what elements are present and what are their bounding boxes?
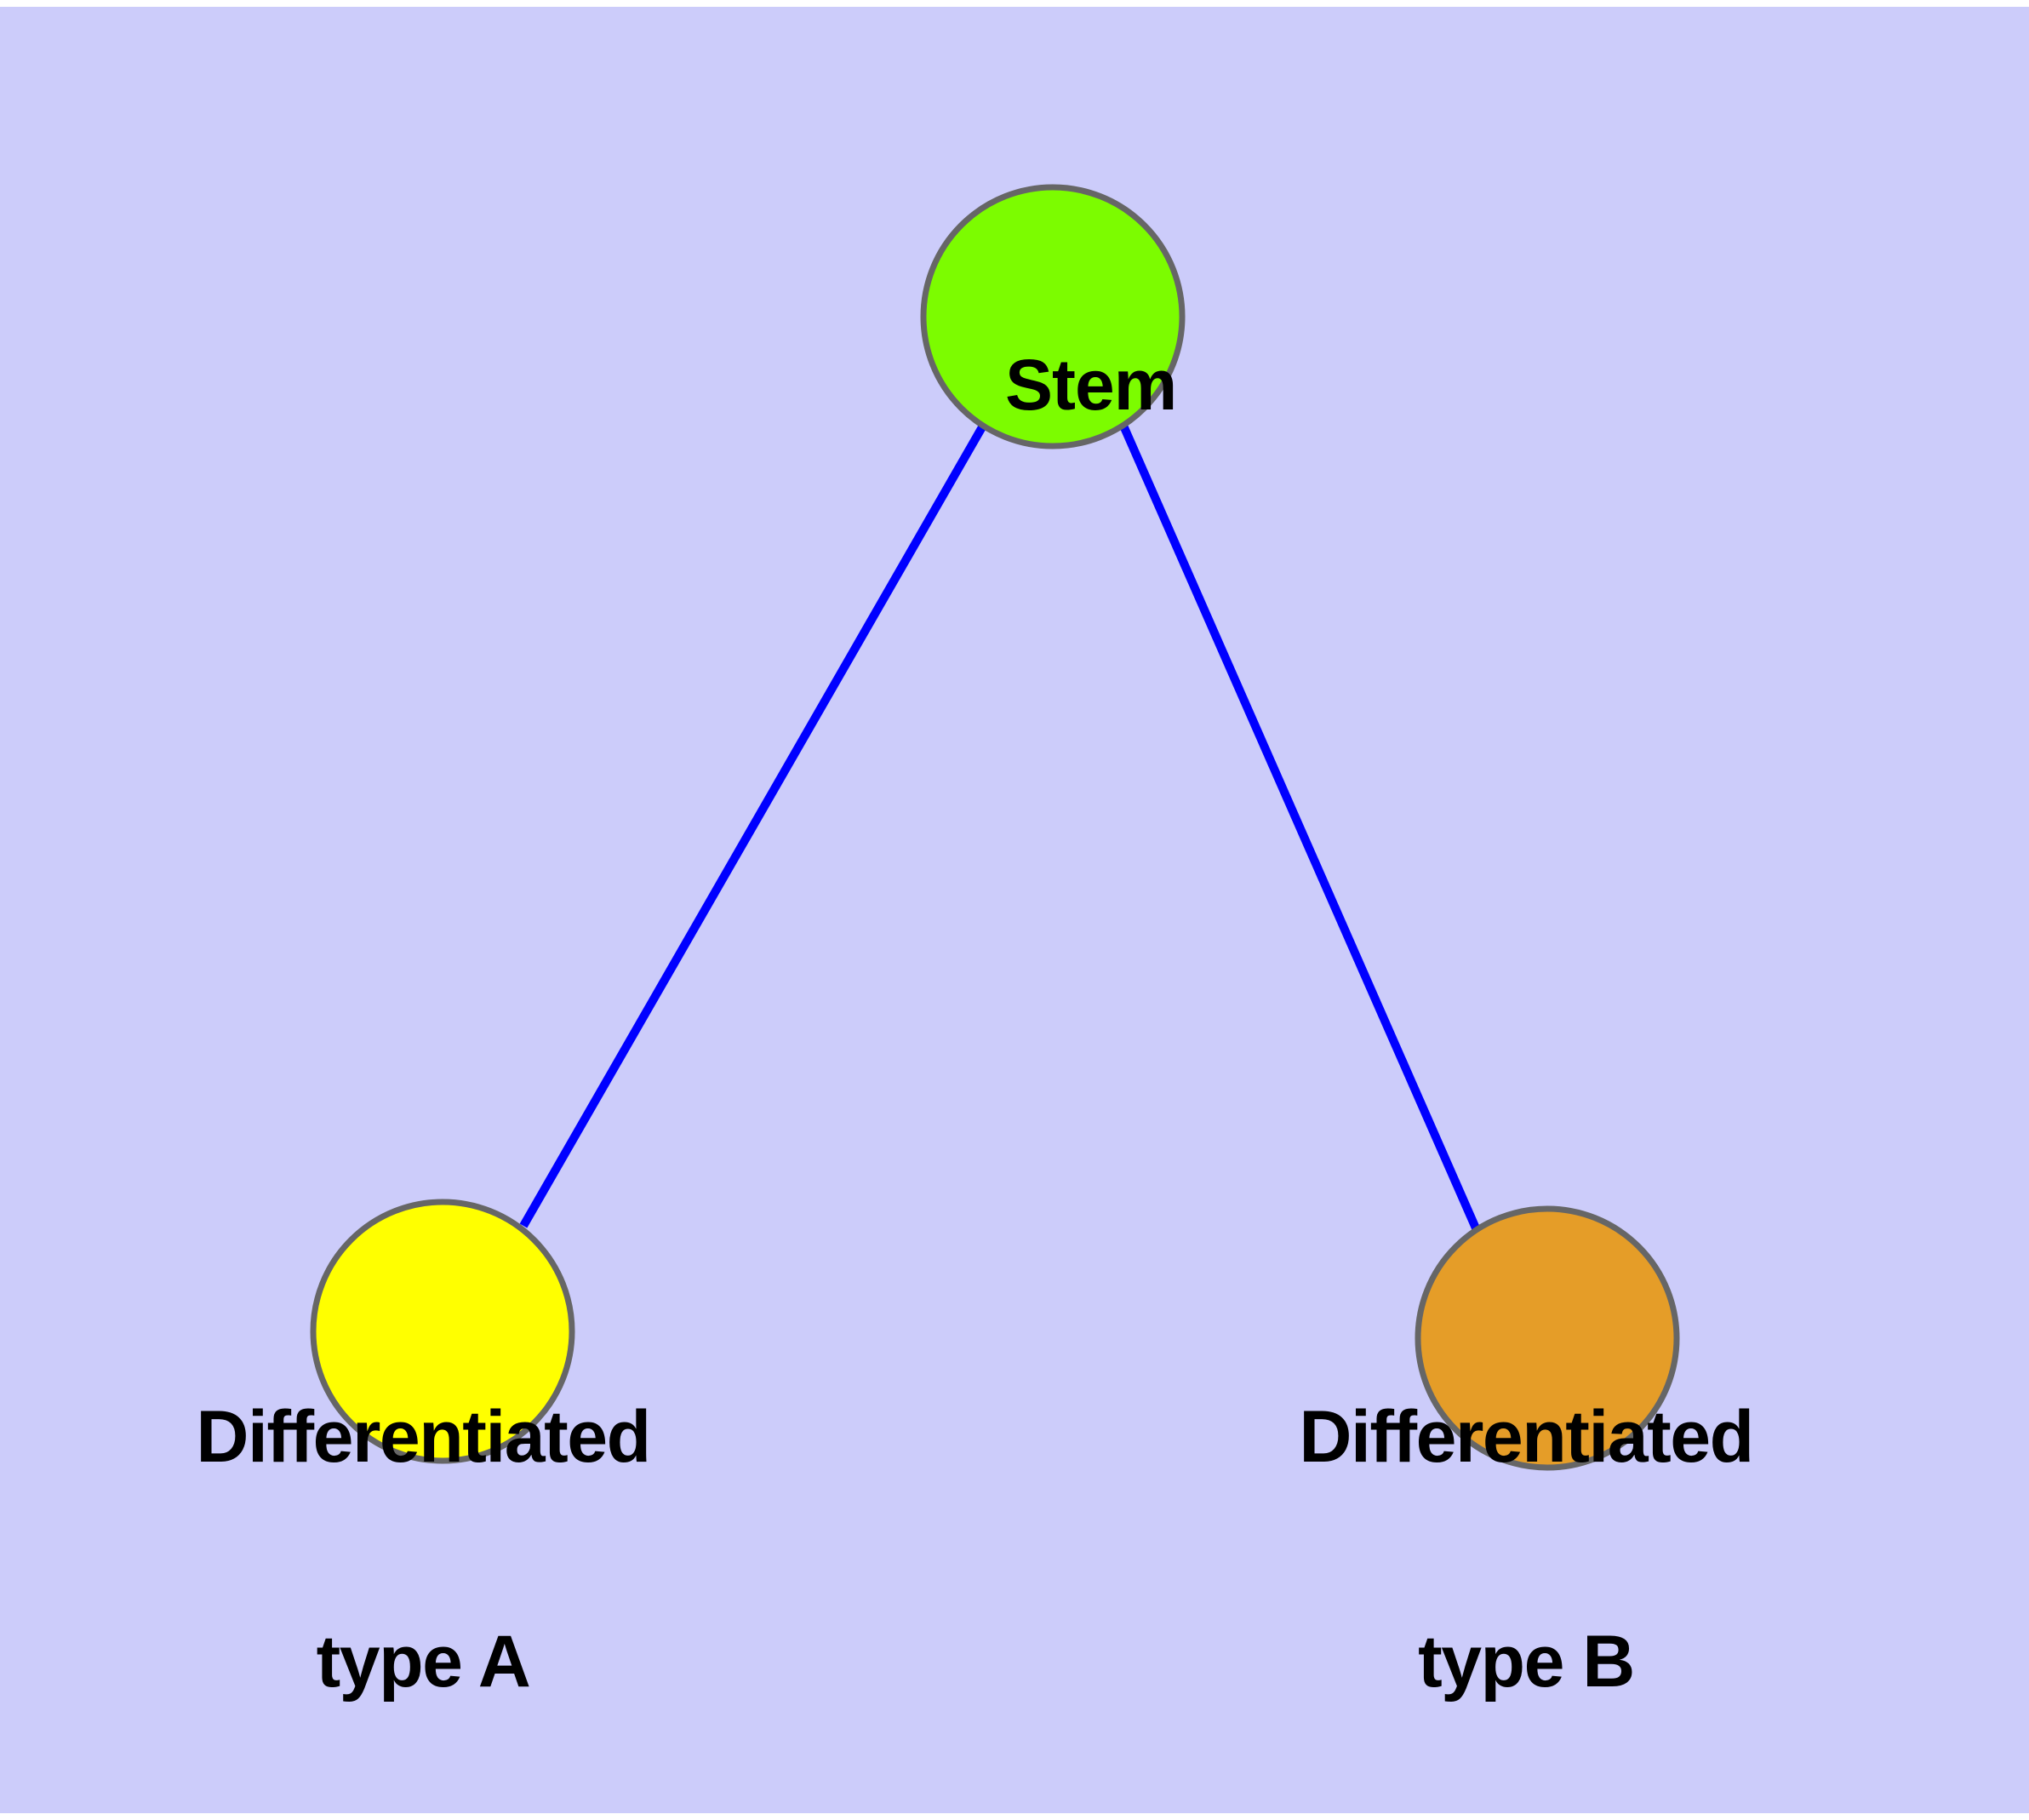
edge-stem-to-diff-b bbox=[1119, 423, 1481, 1233]
edge-layer bbox=[519, 423, 1481, 1233]
node-layer bbox=[310, 184, 1680, 1471]
node-differentiated-type-b[interactable] bbox=[1415, 1205, 1680, 1471]
node-differentiated-type-a[interactable] bbox=[310, 1199, 575, 1464]
edge-stem-to-diff-a bbox=[519, 423, 987, 1228]
node-stem[interactable] bbox=[920, 184, 1186, 449]
